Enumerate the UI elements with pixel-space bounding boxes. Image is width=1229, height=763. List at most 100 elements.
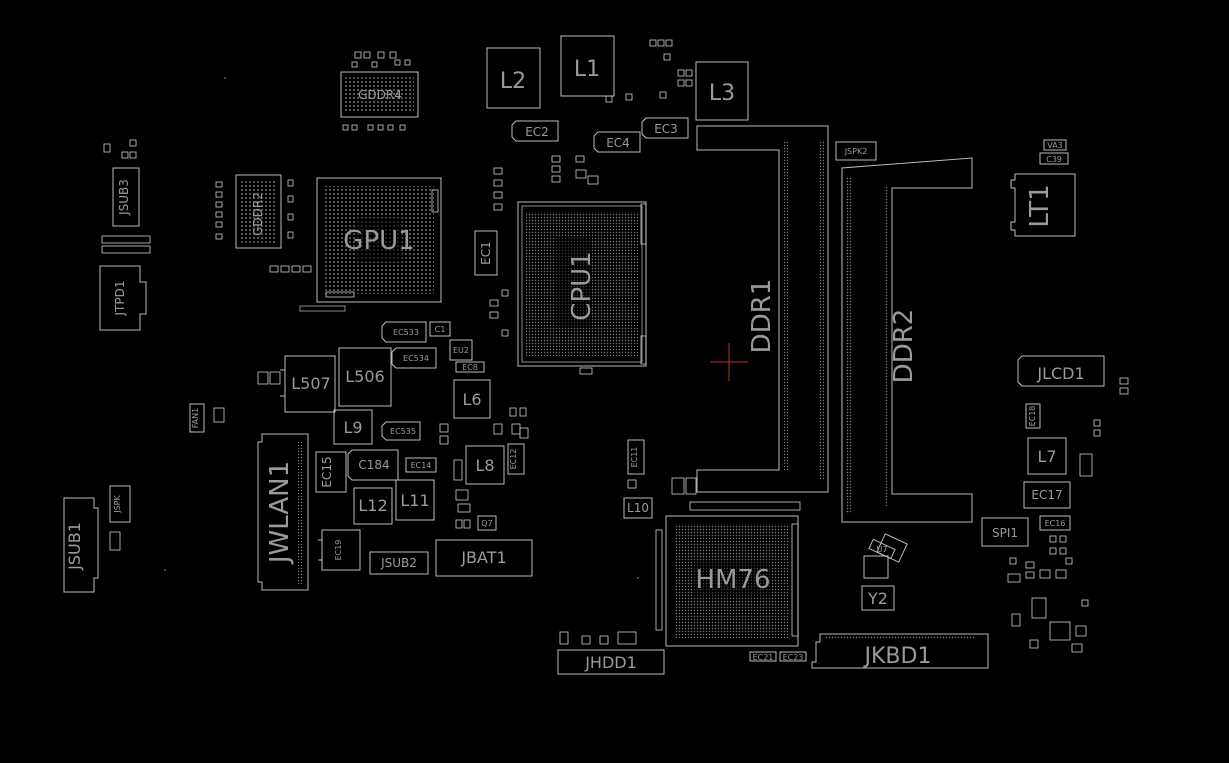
jspk-connector[interactable]: JSPK: [109, 485, 131, 551]
ec23-part[interactable]: EC23: [779, 651, 807, 662]
ec4-label: EC4: [606, 136, 630, 150]
ec3-label: EC3: [654, 122, 678, 136]
c184-capacitor[interactable]: C184: [347, 449, 399, 481]
l506-label: L506: [345, 367, 384, 386]
ec21-part[interactable]: EC21: [749, 651, 777, 662]
ec18-capacitor[interactable]: EC18: [1025, 403, 1041, 429]
jsub3-connector[interactable]: JSUB3: [101, 139, 151, 254]
ec534-label: EC534: [403, 354, 429, 363]
jlcd1-connector[interactable]: JLCD1: [1017, 355, 1129, 395]
fan1-connector[interactable]: FAN1: [189, 403, 225, 433]
jspk-label: JSPK: [113, 494, 122, 513]
ec17-capacitor[interactable]: EC17: [1023, 481, 1071, 509]
cursor-crosshair: [710, 343, 748, 381]
ddr1-label: DDR1: [747, 279, 777, 354]
gpu1-chip[interactable]: GPU1: [269, 177, 442, 312]
u7-label: U7: [877, 545, 888, 554]
gddr4-top-pads: [351, 51, 411, 68]
ddr2-slot[interactable]: DDR2: [841, 157, 973, 523]
ec533-label: EC533: [393, 328, 419, 337]
inductor-l507[interactable]: L507: [280, 355, 336, 413]
inductor-l11[interactable]: L11: [395, 479, 435, 521]
inductor-l1[interactable]: L1: [560, 35, 615, 97]
l6-label: L6: [462, 390, 481, 409]
ec534-capacitor[interactable]: EC534: [391, 347, 437, 369]
ec535-capacitor[interactable]: EC535: [381, 421, 421, 441]
jspk2-label: JSPK2: [844, 147, 868, 156]
l507-label: L507: [291, 374, 330, 393]
ec14-capacitor[interactable]: EC14: [405, 457, 437, 473]
ec8-part[interactable]: EC8: [455, 361, 485, 373]
spi1-label: SPI1: [992, 526, 1018, 540]
ec15-label: EC15: [320, 456, 334, 487]
ec4-capacitor[interactable]: EC4: [593, 131, 641, 153]
lt1-label: LT1: [1025, 184, 1055, 227]
gddr4-bottom-pads: [342, 124, 406, 131]
c1-label: C1: [435, 325, 446, 334]
cpu1-socket[interactable]: CPU1: [517, 201, 647, 375]
u7-part[interactable]: U7: [868, 538, 896, 560]
jhdd1-label: JHDD1: [584, 653, 637, 672]
jtpd1-label: JTPD1: [113, 281, 127, 317]
eu2-part[interactable]: EU2: [449, 339, 473, 361]
inductor-l10[interactable]: L10: [623, 497, 653, 519]
va3-part[interactable]: VA3: [1043, 139, 1067, 151]
hm76-chipset[interactable]: HM76: [655, 501, 801, 647]
gpu1-label: GPU1: [343, 226, 414, 256]
spi1-chip[interactable]: SPI1: [981, 517, 1029, 547]
inductor-l9[interactable]: L9: [333, 409, 373, 445]
q7-label: Q7: [481, 519, 492, 528]
jhdd1-connector[interactable]: JHDD1: [557, 631, 665, 675]
c1-part[interactable]: C1: [429, 321, 451, 337]
cpu1-label: CPU1: [567, 251, 597, 320]
jsub2-label: JSUB2: [380, 556, 417, 570]
jtpd1-connector[interactable]: JTPD1: [99, 265, 147, 331]
ec2-capacitor[interactable]: EC2: [511, 120, 559, 142]
ec535-label: EC535: [390, 427, 416, 436]
y2-label: Y2: [867, 589, 888, 608]
l3-label: L3: [709, 81, 735, 106]
ec15-capacitor[interactable]: EC15: [315, 451, 347, 493]
va3-label: VA3: [1047, 141, 1063, 150]
jkbd1-connector[interactable]: JKBD1: [811, 633, 989, 669]
ec3-capacitor[interactable]: EC3: [641, 117, 689, 139]
ec19-capacitor[interactable]: EC19: [318, 529, 361, 571]
inductor-l12[interactable]: L12: [353, 487, 393, 525]
ec2-label: EC2: [525, 125, 549, 139]
ec16-capacitor[interactable]: EC16: [1039, 515, 1071, 531]
jbat1-connector[interactable]: JBAT1: [435, 539, 533, 577]
inductor-l2[interactable]: L2: [486, 47, 541, 109]
ec11-label: EC11: [630, 447, 639, 468]
ddr1-slot[interactable]: DDR1: [696, 125, 829, 493]
jsub1-connector[interactable]: JSUB1: [63, 497, 99, 593]
jsub3-label: JSUB3: [117, 179, 131, 216]
hm76-label: HM76: [695, 565, 770, 595]
jwlan1-connector[interactable]: JWLAN1: [257, 433, 309, 591]
inductor-l7[interactable]: L7: [1027, 437, 1067, 475]
ec1-capacitor[interactable]: EC1: [474, 230, 498, 276]
ec8-label: EC8: [462, 363, 478, 372]
inductor-l8[interactable]: L8: [465, 445, 505, 485]
c184-label: C184: [358, 458, 389, 472]
ec11-capacitor[interactable]: EC11: [627, 439, 697, 495]
ec19-label: EC19: [334, 540, 343, 561]
gddr4-chip[interactable]: GDDR4: [340, 51, 419, 131]
lt1-transformer[interactable]: LT1: [1010, 173, 1076, 237]
ec23-label: EC23: [783, 653, 804, 662]
inductor-l6[interactable]: L6: [453, 379, 491, 419]
gddr2-chip[interactable]: GDDR2: [215, 174, 294, 249]
ec533-capacitor[interactable]: EC533: [381, 321, 427, 343]
ec21-label: EC21: [753, 653, 774, 662]
jkbd1-label: JKBD1: [863, 644, 932, 669]
inductor-l3[interactable]: L3: [695, 61, 749, 121]
q7-transistor[interactable]: Q7: [477, 515, 497, 531]
c39-part[interactable]: C39: [1039, 152, 1069, 165]
jspk2-connector[interactable]: JSPK2: [835, 141, 877, 161]
inductor-l506[interactable]: L506: [338, 347, 392, 407]
ec12-capacitor[interactable]: EC12: [507, 443, 525, 475]
ec12-label: EC12: [509, 449, 518, 470]
jbat1-label: JBAT1: [460, 548, 506, 567]
jsub2-connector[interactable]: JSUB2: [369, 551, 429, 575]
gddr2-side-pads: [215, 179, 294, 240]
